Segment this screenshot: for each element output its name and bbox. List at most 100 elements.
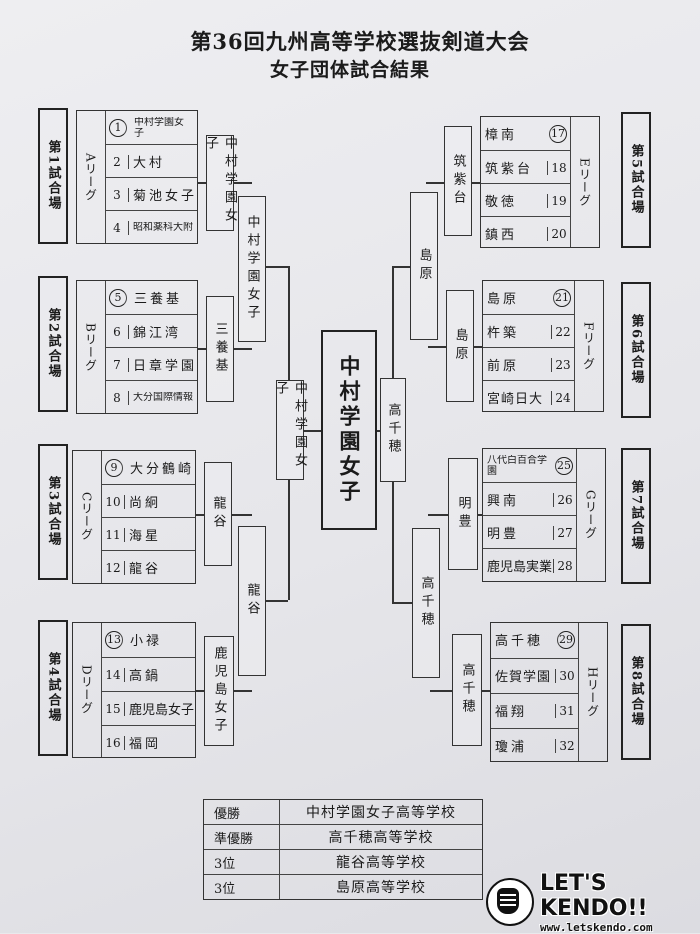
page-subtitle: 女子団体試合結果	[269, 59, 430, 81]
result-school: 高千穂高等学校	[328, 830, 434, 846]
winner-d: 鹿児島女子	[204, 636, 234, 746]
winner-a: 中村学園女子	[203, 135, 237, 231]
winner-f: 島原	[446, 290, 474, 402]
result-school: 中村学園女子高等学校	[306, 805, 456, 821]
connector	[288, 266, 290, 380]
result-row-third-2: 3位 島原高等学校	[204, 874, 482, 899]
semifinal-left-bottom: 龍谷	[238, 526, 266, 676]
champion-box: 中村学園女子	[321, 330, 377, 530]
letskendo-logo: LET'S KENDO!! www.letskendo.com	[486, 871, 698, 934]
result-rank: 優勝	[204, 800, 280, 824]
connector	[198, 182, 206, 184]
connector	[428, 514, 448, 516]
league-d-name: Dリーグ	[79, 665, 94, 715]
connector	[472, 182, 480, 184]
final-results-table: 優勝 中村学園女子高等学校 準優勝 高千穂高等学校 3位 龍谷高等学校 3位 島…	[203, 799, 483, 900]
connector	[234, 690, 252, 692]
connector	[392, 266, 394, 378]
venue-2: 第2試合場	[38, 276, 68, 412]
winner-c: 龍谷	[204, 462, 232, 566]
connector	[482, 690, 490, 692]
result-rank: 準優勝	[204, 825, 280, 849]
league-c-name: Cリーグ	[79, 492, 94, 542]
league-a-name: Aリーグ	[83, 152, 98, 202]
venue-6: 第6試合場	[621, 282, 651, 418]
connector	[377, 430, 380, 432]
result-row-runner-up: 準優勝 高千穂高等学校	[204, 824, 482, 849]
connector	[266, 266, 288, 268]
result-school: 島原高等学校	[336, 880, 426, 896]
venue-5: 第5試合場	[621, 112, 651, 248]
league-f-name: Fリーグ	[581, 321, 596, 371]
connector	[392, 266, 410, 268]
semifinal-right-bottom: 高千穂	[412, 528, 440, 678]
connector	[474, 346, 482, 348]
connector	[304, 430, 321, 432]
connector	[196, 514, 204, 516]
venue-1: 第1試合場	[38, 108, 68, 244]
connector	[430, 690, 452, 692]
page-title: 第36回九州高等学校選抜剣道大会	[190, 29, 530, 54]
result-row-third-1: 3位 龍谷高等学校	[204, 849, 482, 874]
connector	[428, 346, 446, 348]
connector	[478, 514, 482, 516]
semifinal-left-top: 中村学園女子	[238, 196, 266, 342]
final-right: 高千穂	[380, 378, 406, 482]
result-rank: 3位	[204, 875, 280, 899]
league-g-name: Gリーグ	[583, 490, 598, 540]
venue-8: 第8試合場	[621, 624, 651, 760]
winner-b: 三養基	[206, 296, 234, 402]
league-e-name: Eリーグ	[577, 157, 592, 207]
league-b-name: Bリーグ	[83, 322, 98, 372]
venue-3: 第3試合場	[38, 444, 68, 580]
result-school: 龍谷高等学校	[336, 855, 426, 871]
winner-g: 明豊	[448, 458, 478, 570]
connector	[198, 348, 206, 350]
semifinal-right-top: 島原	[410, 192, 438, 340]
connector	[392, 602, 412, 604]
league-h-name: Hリーグ	[585, 666, 600, 718]
winner-e: 筑紫台	[444, 126, 472, 236]
connector	[232, 514, 252, 516]
winner-h: 高千穂	[452, 634, 482, 746]
connector	[426, 182, 444, 184]
final-left: 中村学園女子	[273, 380, 307, 480]
connector	[288, 480, 290, 600]
connector	[234, 182, 252, 184]
